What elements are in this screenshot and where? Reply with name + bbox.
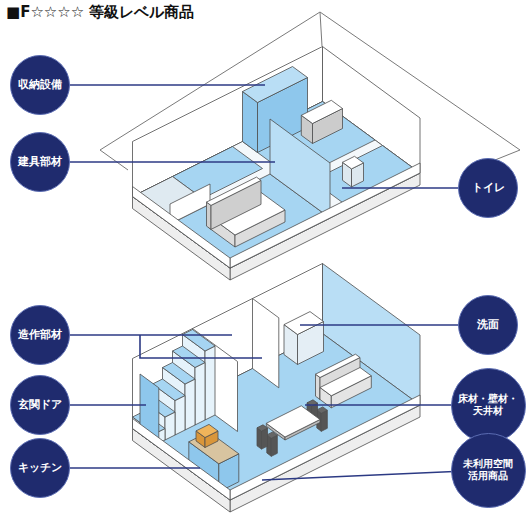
- chair: [271, 435, 277, 456]
- stair-step: [163, 363, 196, 385]
- callout-label: キッチン: [18, 461, 62, 474]
- washbasin: [284, 312, 324, 335]
- callout-label: 洗面: [477, 318, 499, 331]
- page-title: ■F☆☆☆☆ 等級レベル商品: [6, 3, 194, 22]
- floor-area: [133, 102, 421, 269]
- bed-headboard: [207, 202, 212, 229]
- desk: [301, 100, 342, 123]
- stair-step: [205, 346, 215, 420]
- roof-line: [320, 12, 322, 46]
- stair-step: [183, 330, 216, 352]
- kitchen-appliance: [196, 424, 218, 437]
- callout-circle: 未利用空間 活用商品: [451, 433, 526, 508]
- toilet: [343, 156, 364, 169]
- wall: [253, 299, 279, 388]
- callout-circle: トイレ: [458, 158, 518, 218]
- callout-circle: 造作部材: [10, 305, 70, 365]
- wall: [133, 419, 231, 501]
- callout-label: トイレ: [472, 181, 505, 194]
- stair-step: [195, 363, 205, 426]
- sofa: [320, 368, 371, 396]
- chair: [321, 410, 327, 431]
- callout-circle: 建具部材: [10, 132, 70, 192]
- bed-headboard: [207, 177, 262, 205]
- leader-line: [40, 161, 275, 163]
- stair-step: [185, 379, 195, 430]
- chair: [262, 428, 268, 449]
- wall: [230, 395, 420, 500]
- callout-circle: 床材・壁材・ 天井材: [451, 368, 526, 443]
- wall: [270, 119, 330, 218]
- leader-line: [40, 84, 265, 86]
- callout-label: 玄関ドア: [18, 398, 62, 411]
- callout-label: 床材・壁材・ 天井材: [456, 393, 520, 417]
- leader-line: [140, 335, 262, 358]
- chair: [317, 407, 328, 413]
- leader-lines: [40, 85, 488, 480]
- sofa: [316, 374, 321, 399]
- callout-label: 未利用空間 活用商品: [456, 458, 520, 482]
- house-cutaway: [133, 47, 421, 513]
- callout-circle: キッチン: [10, 438, 70, 498]
- callout-circle: 玄関ドア: [10, 375, 70, 435]
- dining-table: [266, 406, 320, 437]
- wall: [133, 187, 231, 269]
- callout-circle: 収納設備: [10, 55, 70, 115]
- callout-label: 造作部材: [18, 328, 62, 341]
- callout-label: 建具部材: [18, 155, 62, 168]
- chair: [267, 432, 278, 438]
- stair-step: [175, 396, 185, 436]
- wall: [230, 163, 420, 268]
- callout-label: 収納設備: [18, 78, 62, 91]
- kitchen-counter: [189, 432, 239, 464]
- stair-step: [173, 346, 206, 368]
- chair: [257, 425, 268, 431]
- roof-line: [100, 150, 128, 170]
- callout-circle: 洗面: [458, 295, 518, 355]
